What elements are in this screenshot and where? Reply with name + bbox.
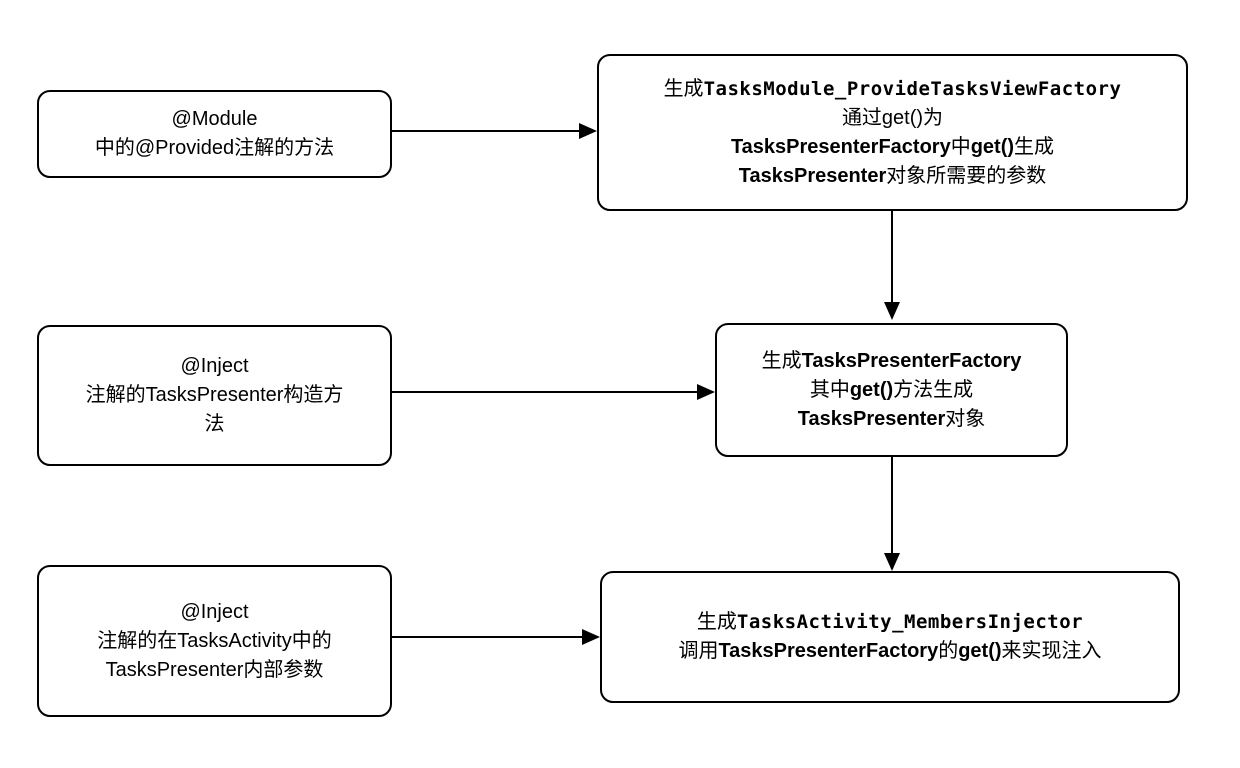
node-text-line: 生成TasksActivity_MembersInjector [697,608,1083,637]
node-text-line: 生成TasksPresenterFactory [762,347,1022,376]
text-run: 其中 [809,378,850,401]
node-text-line: 中的@Provided注解的方法 [95,134,334,163]
text-run: 生成 [696,611,737,633]
text-run: 方法生成 [893,378,974,401]
text-run: @Inject [180,355,249,377]
node-module-provided-annotation: @Module 中的@Provided注解的方法 [37,90,392,178]
node-text-line: 通过get()为 [842,104,943,133]
code-identifier: TasksPresenterFactory [730,135,951,158]
node-inject-constructor-annotation: @Inject 注解的TasksPresenter构造方 法 [37,325,392,466]
text-run: 生成 [663,77,704,100]
node-text-line: @Inject [180,352,248,381]
code-identifier: get() [849,378,894,401]
edge-module-to-factory-line [392,130,579,132]
edge-injectfield-to-membersinjector-arrowhead-icon [582,629,600,645]
text-run: @Module [171,108,258,130]
text-run: 中 [950,135,971,158]
text-run: 对象所需要的参数 [886,164,1047,187]
code-identifier: TasksPresenterFactory [801,349,1022,372]
text-run: 生成 [1014,135,1055,158]
node-text-line: 注解的TasksPresenter构造方 [86,381,344,410]
text-run: 调用 [678,640,719,662]
text-run: 对象 [945,407,986,430]
node-text-line: TasksPresenterFactory中get()生成 [731,133,1054,162]
node-text-line: 调用TasksPresenterFactory的get()来实现注入 [678,637,1101,666]
code-identifier: get() [970,135,1015,158]
edge-viewfactory-to-presenterfactory-line [891,211,893,302]
node-inject-field-annotation: @Inject 注解的在TasksActivity中的 TasksPresent… [37,565,392,717]
node-text-line: TasksPresenter对象所需要的参数 [739,162,1047,191]
node-generated-taskspresenter-factory: 生成TasksPresenterFactory 其中get()方法生成 Task… [715,323,1068,457]
node-text-line: 注解的在TasksActivity中的 [97,627,331,656]
node-text-line: TasksPresenter内部参数 [106,656,324,685]
node-generated-tasksactivity-members-injector: 生成TasksActivity_MembersInjector 调用TasksP… [600,571,1180,703]
code-identifier: TasksActivity_MembersInjector [736,611,1084,633]
text-run: 中的@Provided注解的方法 [94,137,335,159]
node-text-line: @Inject [180,598,248,627]
text-run: @Inject [180,600,249,623]
code-identifier: TasksPresenterFactory [718,640,939,662]
node-text-line: 法 [205,410,225,439]
node-generated-tasksmodule-provide-tasksview-factory: 生成TasksModule_ProvideTasksViewFactory 通过… [597,54,1188,211]
node-text-line: TasksPresenter对象 [798,405,986,434]
text-run: 生成 [761,349,802,372]
edge-injectconstructor-to-presenterfactory-line [392,391,697,393]
edge-module-to-factory-arrowhead-icon [579,123,597,139]
text-run: 通过get()为 [841,106,944,129]
code-identifier: TasksPresenter [797,407,946,430]
edge-presenterfactory-to-membersinjector-line [891,457,893,553]
edge-injectfield-to-membersinjector-line [392,636,582,638]
text-run: 注解的在TasksActivity中的 [97,629,332,652]
edge-injectconstructor-to-presenterfactory-arrowhead-icon [697,384,715,400]
text-run: 的 [938,640,959,662]
text-run: 注解的TasksPresenter构造方 [85,384,344,406]
edge-presenterfactory-to-membersinjector-arrowhead-icon [884,553,900,571]
code-identifier: TasksModule_ProvideTasksViewFactory [703,77,1122,100]
code-identifier: get() [958,640,1002,662]
text-run: 来实现注入 [1001,640,1102,662]
text-run: TasksPresenter内部参数 [105,658,324,681]
edge-viewfactory-to-presenterfactory-arrowhead-icon [884,302,900,320]
node-text-line: 生成TasksModule_ProvideTasksViewFactory [664,75,1122,104]
code-identifier: TasksPresenter [738,164,887,187]
node-text-line: @Module [172,105,258,134]
text-run: 法 [204,413,225,435]
node-text-line: 其中get()方法生成 [810,376,973,405]
